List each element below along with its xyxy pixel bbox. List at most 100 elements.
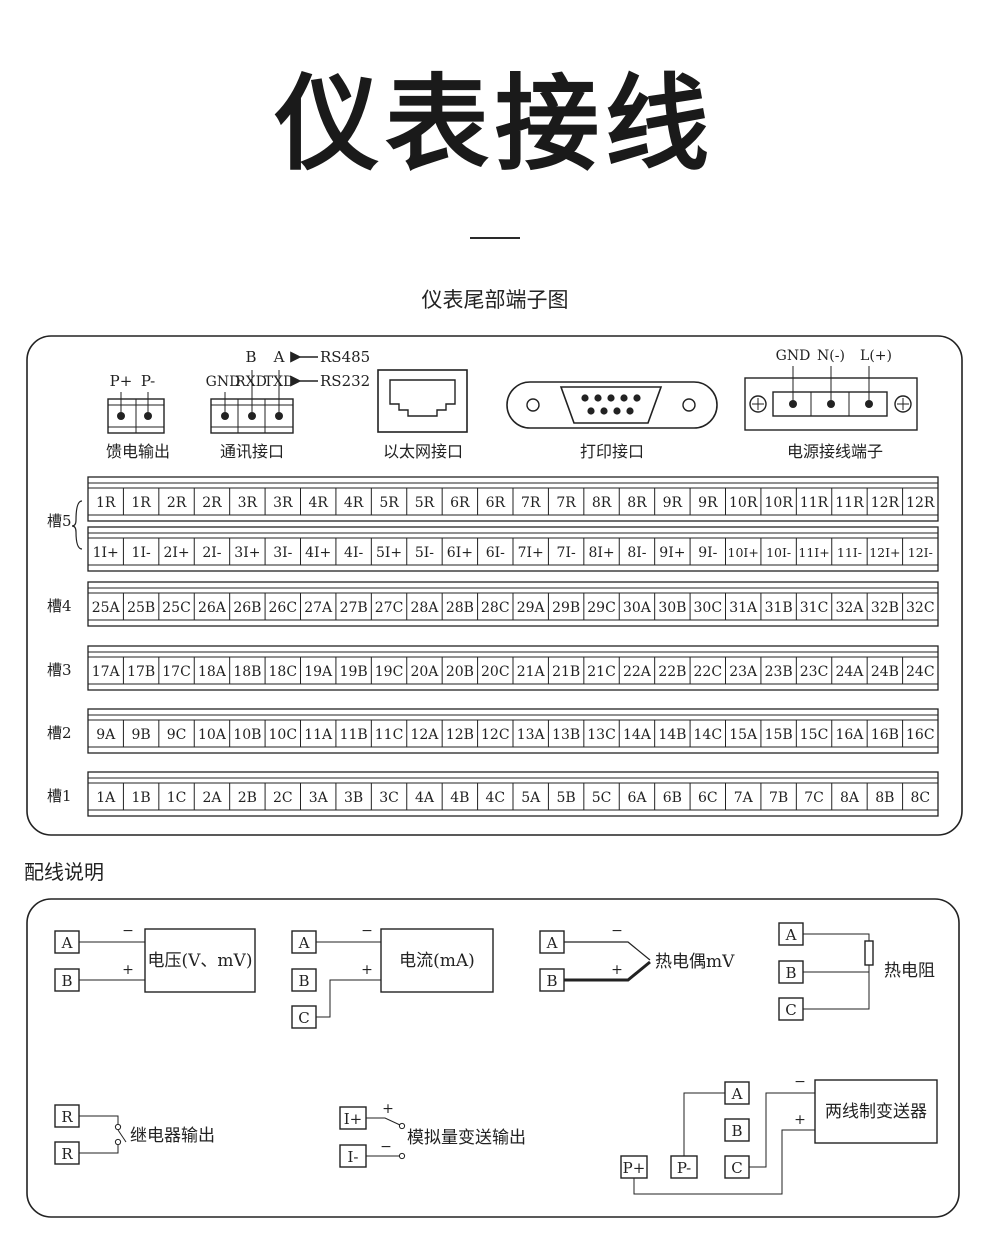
terminal-label: 7I+ [518,545,544,561]
svg-text:A: A [273,348,285,366]
terminal-label: 14C [694,727,723,743]
terminal-label: 3R [273,495,293,511]
terminal-label: 16C [906,727,935,743]
terminal-label: 23C [800,664,829,680]
terminal-label: 7A [734,790,754,806]
comm-connector: B A RS485 GND RXD TXD RS232 通讯接口 [206,348,371,461]
terminal-label: 13C [587,727,616,743]
terminal-label: 11I- [837,545,862,560]
terminal-label: 6R [486,495,506,511]
wiring-rtd: A B C 热电阻 [778,922,935,1021]
svg-text:GND: GND [776,348,811,364]
terminal-label: 12C [481,727,510,743]
slot-label: 槽5 [47,512,72,530]
svg-text:−: − [611,923,623,939]
terminal-label: 19A [304,664,333,680]
terminal-label: 11B [340,727,368,743]
terminal-label: 4C [485,790,505,806]
terminal-label: 26B [233,600,261,616]
terminal-label: 26A [198,600,227,616]
ethernet-caption: 以太网接口 [383,442,463,461]
terminal-label: 9R [663,495,683,511]
terminal-label: 21C [587,664,616,680]
terminal-label: 29A [517,600,546,616]
terminal-label: 6I+ [447,545,473,561]
terminal-label: 13B [552,727,580,743]
slot-brace-icon [71,500,83,550]
terminal-label: 5R [379,495,399,511]
terminal-label: 4R [344,495,364,511]
svg-text:A: A [298,934,310,952]
svg-text:A: A [731,1085,743,1103]
svg-text:C: C [785,1001,796,1019]
relay-label: 继电器输出 [130,1126,215,1146]
ethernet-port-icon: 以太网接口 [377,369,468,461]
svg-text:P+: P+ [623,1159,646,1177]
terminal-label: 10A [198,727,227,743]
terminal-label: 2A [202,790,222,806]
svg-text:N(-): N(-) [817,348,845,364]
terminal-label: 10C [269,727,298,743]
terminal-label: 3I+ [234,545,260,561]
screw-icon [894,395,912,413]
wiring-relay: R R 继电器输出 [54,1104,215,1165]
terminal-label: 29C [587,600,616,616]
terminal-label: 7C [804,790,824,806]
svg-text:+: + [794,1112,806,1128]
terminal-label: 5I- [415,545,434,561]
svg-text:+: + [382,1101,394,1117]
svg-text:−: − [361,923,373,939]
svg-text:I-: I- [348,1148,359,1166]
terminal-label: 21B [552,664,580,680]
svg-text:B: B [61,972,72,990]
terminal-label: 8B [875,790,894,806]
terminal-label: 8R [627,495,647,511]
terminal-label: 17B [127,664,155,680]
terminal-label: 30C [694,600,723,616]
terminal-label: 6I- [486,545,505,561]
title-underline [470,237,520,239]
wiring-frame [26,898,960,1218]
terminal-label: 3I- [273,545,292,561]
svg-text:−: − [122,923,134,939]
screw-icon [749,395,767,413]
terminal-label: 2I+ [163,545,189,561]
svg-text:I+: I+ [344,1110,363,1128]
svg-text:−: − [380,1139,392,1155]
terminal-label: 5A [521,790,541,806]
svg-text:B: B [785,964,796,982]
svg-text:RXD: RXD [235,374,267,390]
terminal-label: 6R [450,495,470,511]
terminal-label: 18B [233,664,261,680]
svg-text:B: B [546,972,557,990]
two-wire-label: 两线制变送器 [825,1102,927,1122]
terminal-label: 13A [517,727,546,743]
terminal-label: 9B [132,727,151,743]
terminal-label: 4A [415,790,435,806]
terminal-label: 4I- [344,545,363,561]
terminal-label: 8A [840,790,860,806]
feed-output-caption: 馈电输出 [106,442,170,461]
terminal-label: 15B [765,727,793,743]
feed-pin-label: P+ [110,372,133,390]
terminal-label: 10B [233,727,261,743]
terminal-label: 5R [415,495,435,511]
terminal-label: 9C [167,727,187,743]
terminal-label: 12B [446,727,474,743]
terminal-label: 6B [663,790,682,806]
terminal-label: 10R [764,495,793,511]
analog-label: 模拟量变送输出 [407,1128,526,1148]
rear-panel-frame [26,335,963,836]
wiring-analog: I+ I- + − 模拟量变送输出 [339,1101,526,1168]
slot-label: 槽2 [47,724,72,742]
svg-text:B: B [245,348,256,366]
terminal-strip [87,771,939,817]
terminal-label: 24C [906,664,935,680]
terminal-label: 17C [162,664,191,680]
terminal-label: 4R [308,495,328,511]
wiring-thermocouple: A B − + 热电偶mV [539,923,735,992]
terminal-label: 11A [304,727,333,743]
terminal-label: 22C [694,664,723,680]
terminal-strip [87,526,939,572]
terminal-label: 6A [627,790,647,806]
